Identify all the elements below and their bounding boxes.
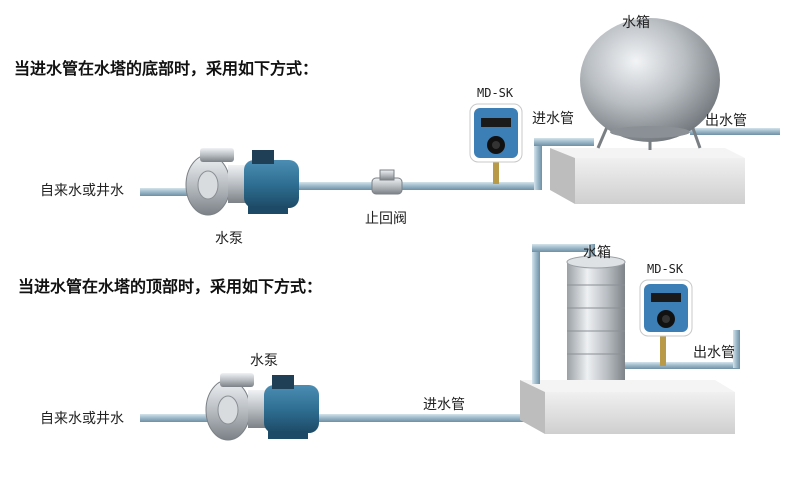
bottom-inlet-drop [588, 244, 595, 266]
top-inlet-label: 进水管 [532, 111, 574, 127]
bottom-controller-riser [660, 330, 666, 366]
top-tank-label: 水箱 [622, 15, 650, 31]
top-heading: 当进水管在水塔的底部时，采用如下方式： [14, 59, 319, 78]
bottom-outlet-label: 出水管 [693, 345, 735, 361]
bottom-main-pipe [315, 414, 525, 422]
top-system [140, 18, 780, 216]
top-spherical-tank [580, 18, 720, 150]
top-pump-outlet-pipe [295, 182, 375, 190]
bottom-heading: 当进水管在水塔的顶部时，采用如下方式： [18, 277, 323, 296]
top-controller-label: MD-SK [477, 86, 514, 100]
top-source-label: 自来水或井水 [40, 183, 124, 199]
bottom-source-label: 自来水或井水 [40, 411, 124, 427]
top-check-valve [371, 169, 403, 195]
bottom-top-inlet-pipe [532, 244, 594, 252]
top-md-sk-controller [469, 103, 523, 184]
bottom-outlet-pipe [625, 362, 740, 369]
top-pump [185, 148, 299, 216]
bottom-outlet-riser [733, 330, 740, 368]
top-main-pipe [400, 182, 540, 190]
top-pump-label: 水泵 [215, 231, 243, 247]
bottom-riser-pipe [532, 244, 540, 384]
bottom-supply-pipe [140, 414, 220, 422]
bottom-cylindrical-tank [566, 255, 626, 380]
top-outlet-pipe [690, 128, 780, 135]
bottom-tank-label: 水箱 [583, 245, 611, 261]
top-supply-pipe [140, 188, 200, 196]
bottom-pump-label: 水泵 [250, 353, 278, 369]
bottom-platform [520, 380, 735, 434]
bottom-pump [205, 373, 319, 441]
top-check-valve-label: 止回阀 [365, 211, 407, 227]
bottom-system [140, 244, 740, 441]
top-inlet-pipe [534, 138, 594, 146]
top-outlet-label: 出水管 [705, 113, 747, 129]
bottom-inlet-label: 进水管 [423, 397, 465, 413]
bottom-md-sk-controller [639, 279, 693, 337]
top-platform [550, 148, 745, 204]
top-riser-pipe [534, 140, 542, 190]
bottom-controller-label: MD-SK [647, 262, 684, 276]
